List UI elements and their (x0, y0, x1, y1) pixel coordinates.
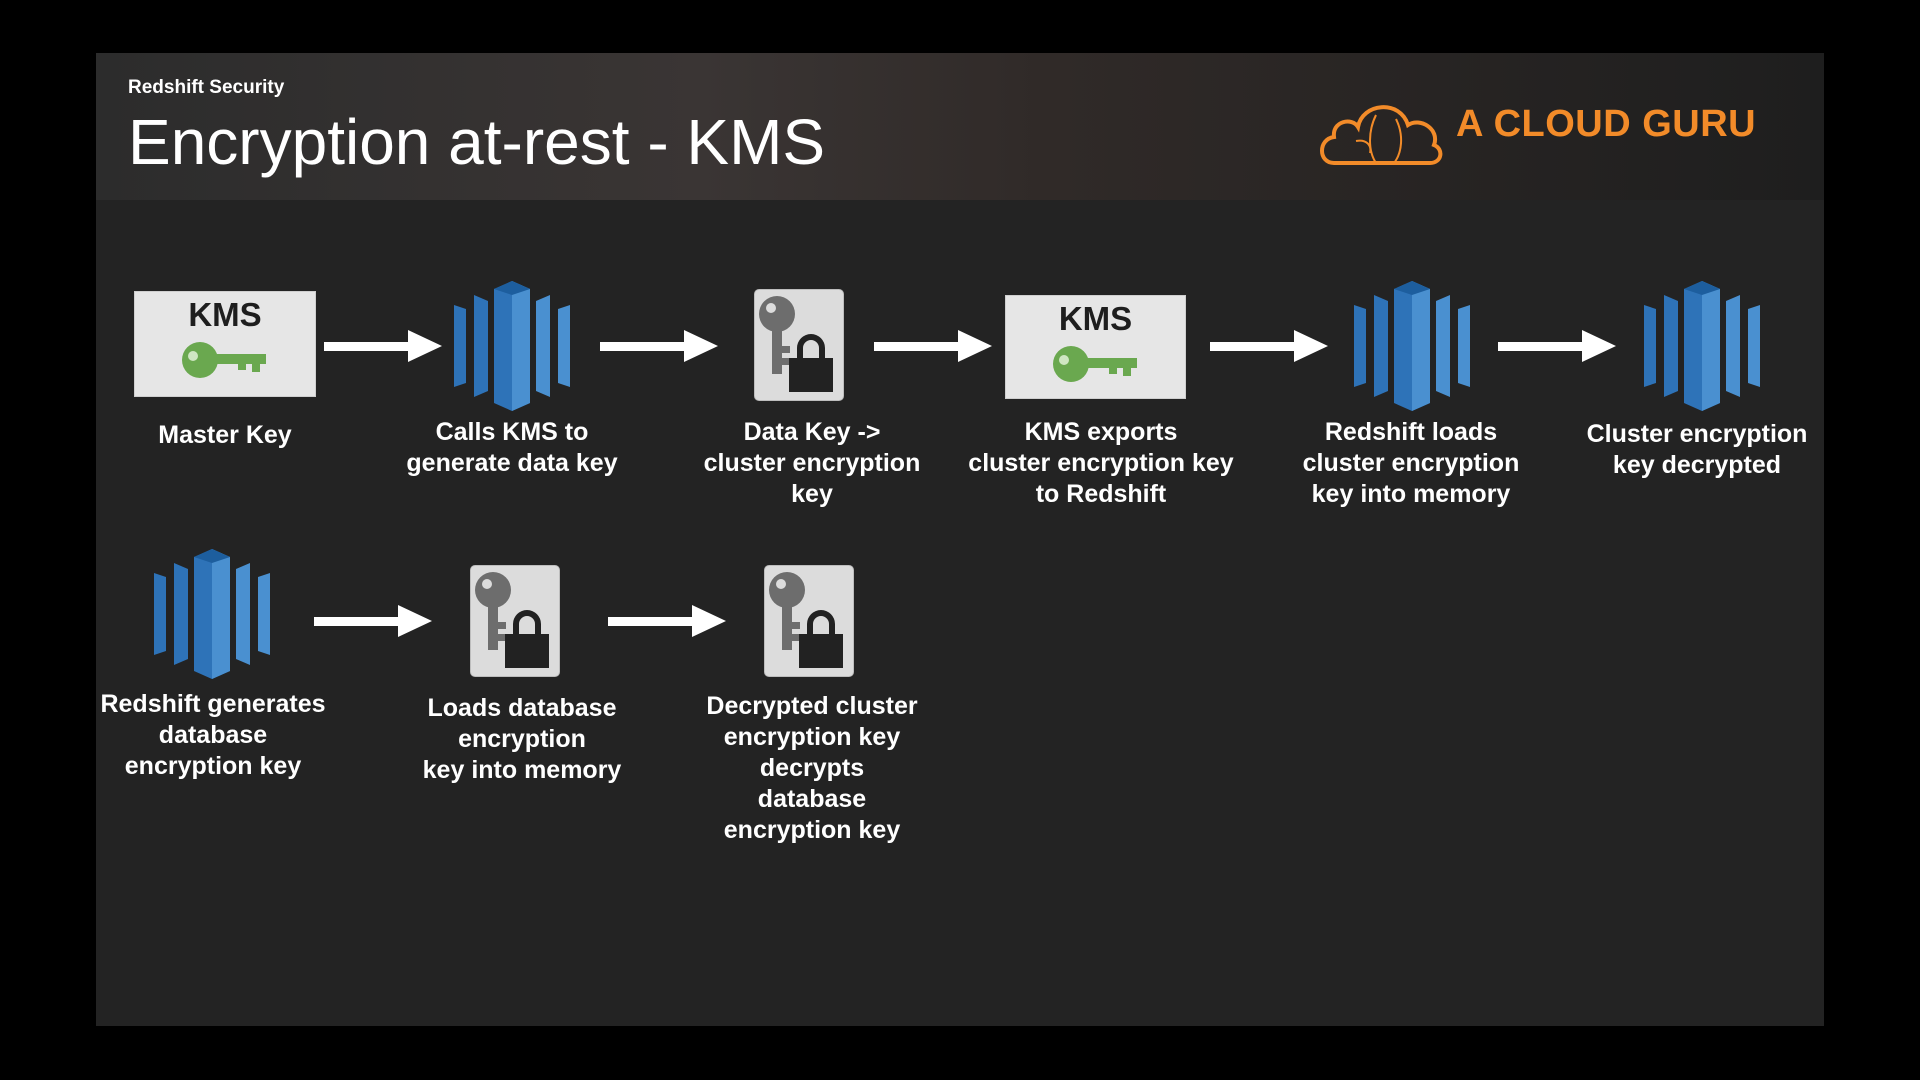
arrow-icon (608, 603, 728, 639)
green-key-icon (180, 338, 270, 382)
arrow-icon (324, 328, 444, 364)
arrow-icon (600, 328, 720, 364)
kms-key-icon: KMS (1005, 295, 1186, 399)
arrow-icon (314, 603, 434, 639)
step-label-loads-database-key: Loads database encryption key into memor… (422, 694, 622, 784)
key-lock-glyph (755, 290, 845, 402)
key-lock-glyph (765, 566, 855, 678)
redshift-icon (1352, 281, 1472, 411)
redshift-icon (152, 549, 272, 679)
kms-icon-label: KMS (1058, 300, 1133, 337)
step-label-redshift-loads: Redshift loads cluster encryption key in… (1302, 418, 1520, 508)
a-cloud-guru-logo: A CLOUD GURU (1316, 91, 1796, 171)
key-lock-glyph (471, 566, 561, 678)
arrow-icon (1498, 328, 1618, 364)
kms-icon-label: KMS (188, 296, 262, 333)
kms-key-icon: KMS (134, 291, 316, 397)
step-label-redshift-generates: Redshift generates database encryption k… (100, 690, 326, 780)
key-lock-icon (470, 565, 560, 677)
step-label-master-key: Master Key (158, 421, 292, 449)
logo-text: A CLOUD GURU (1456, 103, 1757, 145)
key-lock-icon (754, 289, 844, 401)
step-label-data-key: Data Key -> cluster encryption key (703, 418, 921, 508)
redshift-icon (1642, 281, 1762, 411)
step-label-cluster-key-decrypted: Cluster encryption key decrypted (1586, 420, 1808, 479)
step-label-calls-kms: Calls KMS to generate data key (406, 418, 618, 477)
green-key-icon (1051, 342, 1141, 386)
slide: Redshift Security Encryption at-rest - K… (96, 53, 1824, 1026)
step-label-kms-exports: KMS exports cluster encryption key to Re… (968, 418, 1234, 508)
slide-header: Redshift Security Encryption at-rest - K… (96, 53, 1824, 200)
arrow-icon (1210, 328, 1330, 364)
key-lock-icon (764, 565, 854, 677)
slide-title: Encryption at-rest - KMS (128, 106, 826, 178)
step-label-decrypted-cluster-key: Decrypted cluster encryption key decrypt… (706, 692, 918, 844)
cloud-logo-icon (1320, 105, 1443, 165)
arrow-icon (874, 328, 994, 364)
redshift-icon (452, 281, 572, 411)
section-subtitle: Redshift Security (128, 77, 285, 98)
